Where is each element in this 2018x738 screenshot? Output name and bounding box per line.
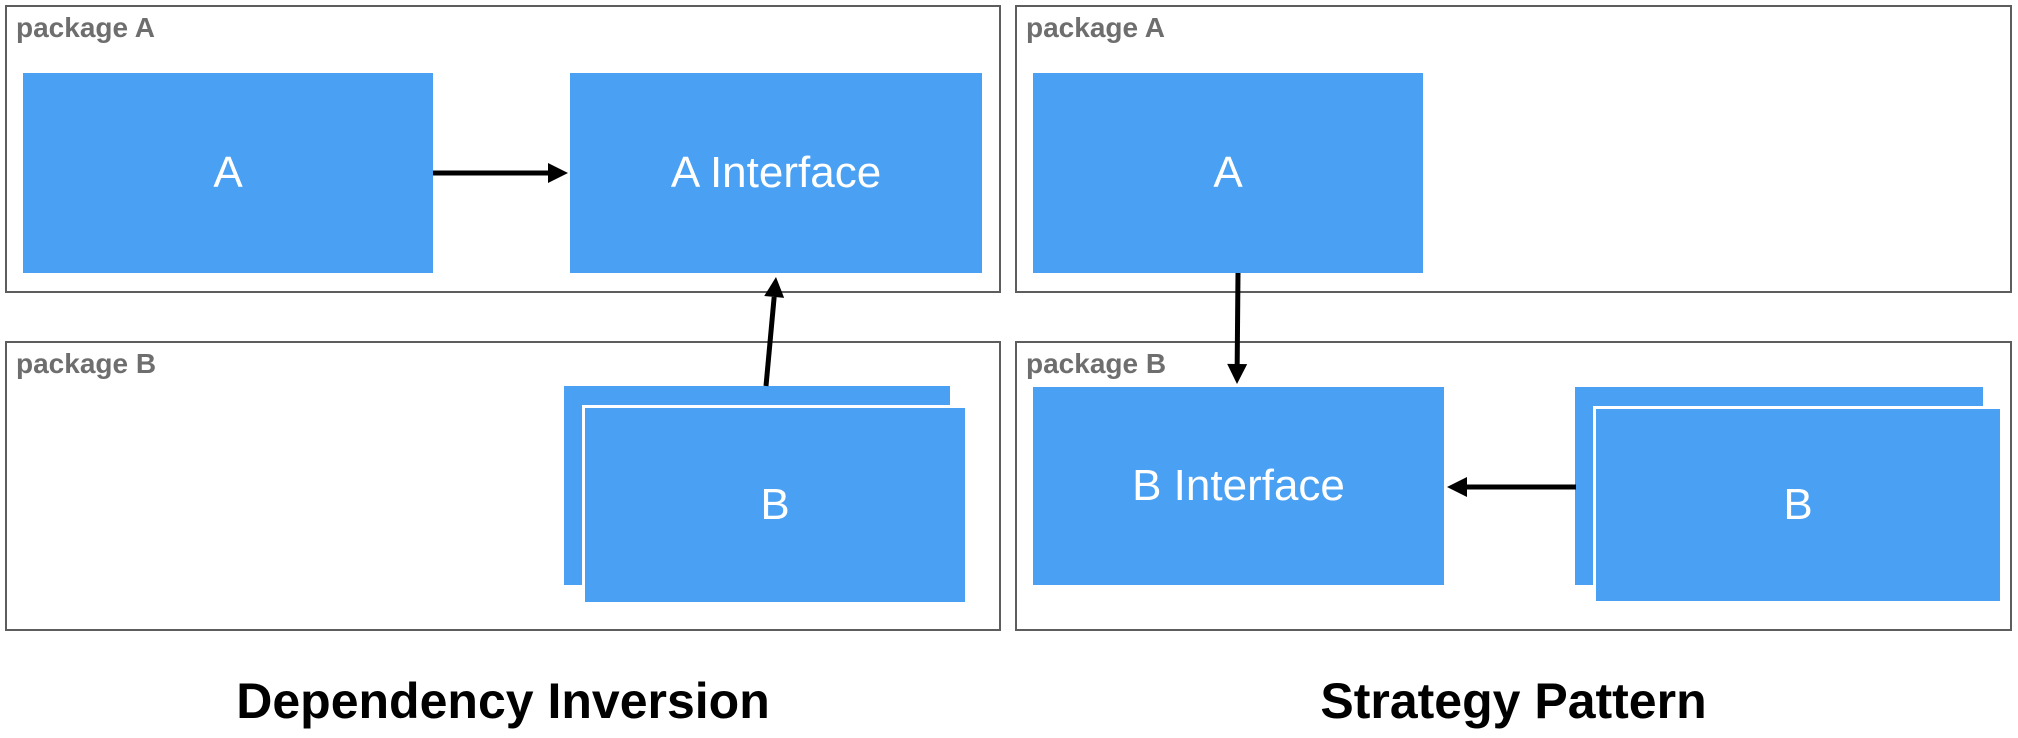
diagram-title-left: Dependency Inversion	[236, 673, 770, 729]
node-label: A Interface	[670, 148, 882, 197]
node-a: A	[23, 73, 433, 273]
node-a: A	[1033, 73, 1423, 273]
package-label: package A	[16, 12, 156, 43]
node-label: B	[760, 480, 790, 529]
node-label: A	[213, 148, 243, 197]
node-label: B	[1783, 480, 1813, 529]
node-b-interface: B Interface	[1033, 387, 1444, 585]
package-label: package B	[1026, 348, 1167, 379]
package-label: package B	[16, 348, 157, 379]
node-label: A	[1213, 148, 1243, 197]
node-b: B	[1593, 406, 2003, 604]
diagram-title-right: Strategy Pattern	[1320, 673, 1707, 729]
node-b: B	[582, 405, 968, 605]
node-label: B Interface	[1132, 461, 1345, 510]
node-a-interface: A Interface	[570, 73, 982, 273]
package-label: package A	[1026, 12, 1166, 43]
